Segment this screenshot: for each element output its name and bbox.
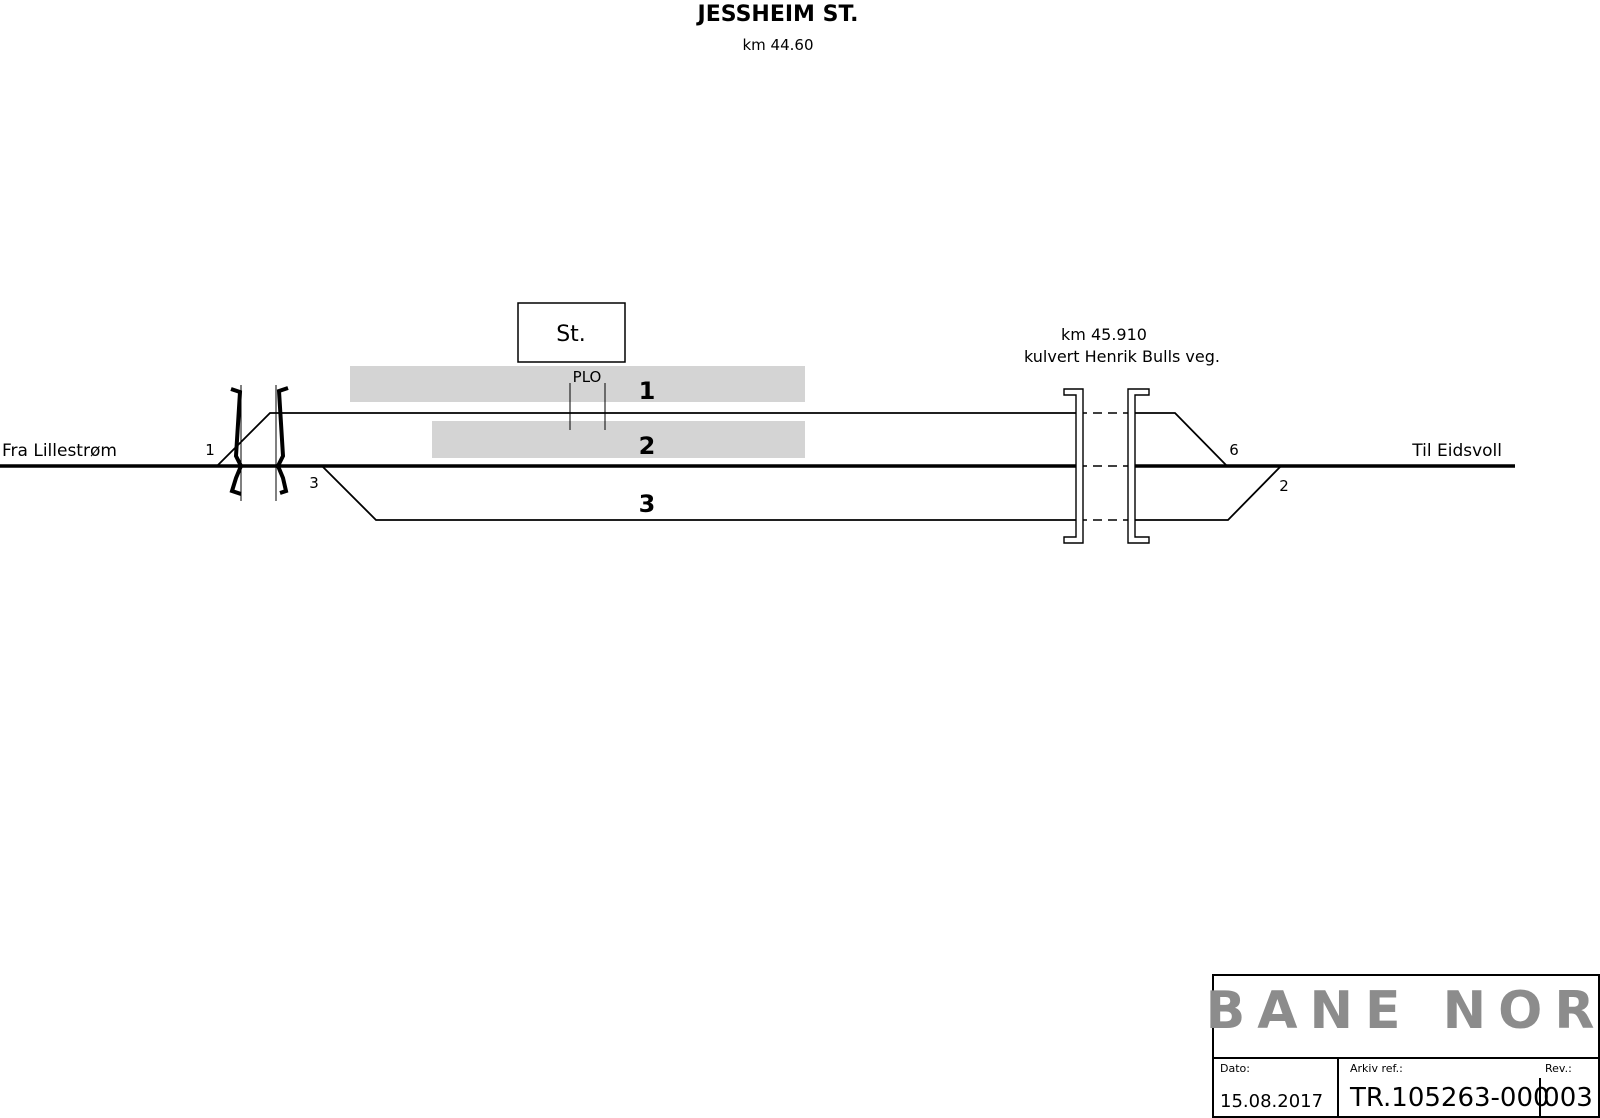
direction-right: Til Eidsvoll bbox=[1411, 441, 1502, 461]
platform-2 bbox=[432, 421, 805, 458]
track-3-label: 3 bbox=[639, 490, 656, 518]
rev-value: 003 bbox=[1543, 1083, 1593, 1113]
bane-nor-logo: BANE NOR bbox=[1206, 981, 1600, 1041]
station-title: JESSHEIM ST. bbox=[696, 2, 859, 27]
switch-2-label: 2 bbox=[1279, 477, 1289, 495]
switch-3-label: 3 bbox=[309, 474, 319, 492]
plo-label: PLO bbox=[573, 368, 602, 386]
culvert-name: kulvert Henrik Bulls veg. bbox=[1024, 347, 1220, 366]
date-label: Dato: bbox=[1220, 1062, 1250, 1075]
signal-bracket-left bbox=[229, 387, 244, 496]
logo-text: BANE NOR bbox=[1206, 981, 1600, 1041]
title-block: BANE NOR Dato: 15.08.2017 Arkiv ref.: TR… bbox=[1206, 974, 1600, 1118]
station-km: km 44.60 bbox=[742, 36, 813, 54]
switch-1-label: 1 bbox=[205, 441, 215, 459]
culvert-left-bracket bbox=[1063, 388, 1084, 544]
rev-label: Rev.: bbox=[1545, 1062, 1572, 1075]
track-3 bbox=[321, 465, 1078, 521]
track-3-right bbox=[1131, 465, 1282, 521]
archive-label: Arkiv ref.: bbox=[1350, 1062, 1403, 1075]
station-building bbox=[517, 302, 626, 363]
archive-value: TR.105263-000 bbox=[1349, 1083, 1550, 1113]
culvert-km: km 45.910 bbox=[1061, 325, 1147, 344]
track-1-right bbox=[1131, 412, 1228, 467]
direction-left: Fra Lillestrøm bbox=[2, 441, 117, 461]
track-1-label: 1 bbox=[639, 377, 656, 405]
culvert-right-bracket bbox=[1127, 388, 1150, 544]
date-value: 15.08.2017 bbox=[1220, 1091, 1323, 1112]
signal-bracket-right bbox=[275, 386, 289, 495]
platform-1 bbox=[350, 366, 805, 402]
switch-6-label: 6 bbox=[1229, 441, 1239, 459]
title-block-frame bbox=[1212, 974, 1600, 1118]
station-building-label: St. bbox=[556, 322, 586, 347]
track-2-label: 2 bbox=[639, 432, 656, 460]
